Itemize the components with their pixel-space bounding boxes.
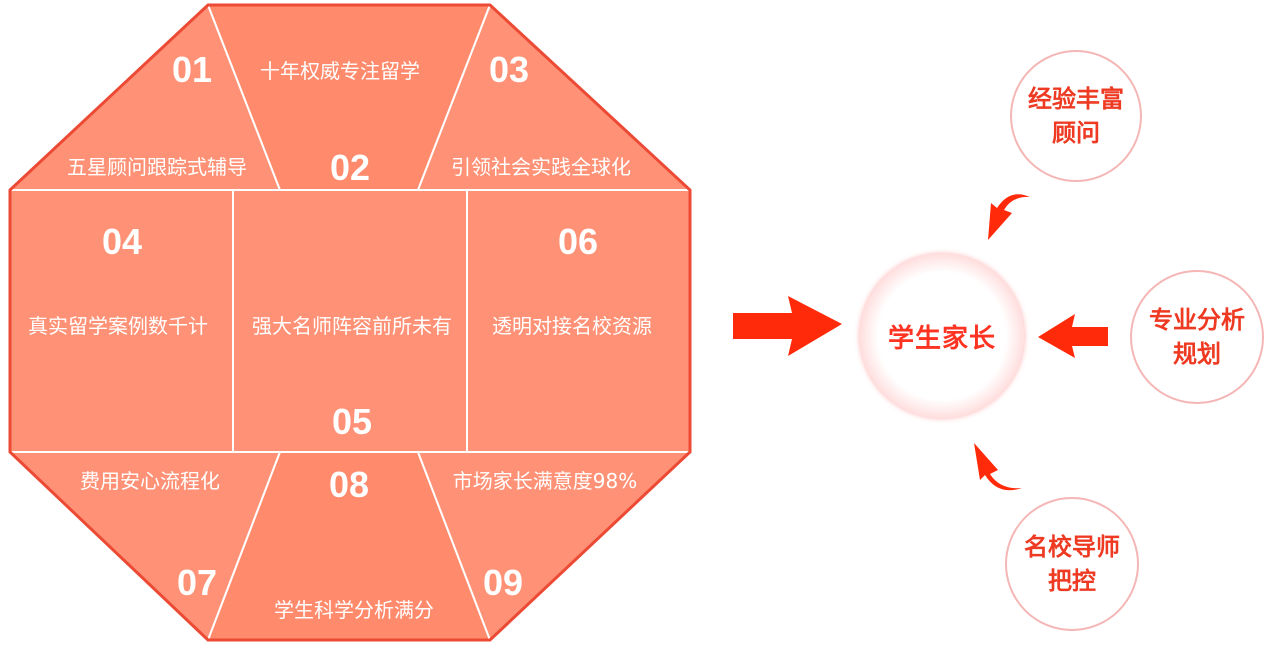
segment-05 (232, 189, 468, 453)
segment-06-number: 06 (558, 221, 598, 262)
satellite-2-line2: 规划 (1173, 340, 1221, 368)
segment-09-label: 市场家长满意度98% (453, 469, 637, 493)
segment-05-number: 05 (332, 401, 372, 442)
segment-09-number: 09 (483, 562, 523, 603)
arrow-right-icon (1038, 314, 1108, 358)
satellite-1-line2: 顾问 (1052, 119, 1100, 147)
segment-03-number: 03 (489, 49, 529, 90)
segment-01-number: 01 (172, 49, 212, 90)
satellite-3-line1: 名校导师 (1024, 533, 1120, 561)
satellite-elite-mentor: 名校导师 把控 (1005, 497, 1139, 631)
segment-02-label: 十年权威专注留学 (260, 59, 420, 83)
segment-04-number: 04 (102, 221, 142, 262)
feature-octagon: 01 02 03 04 05 06 07 08 09 五星顾问跟踪式辅导 十年权… (7, 3, 693, 642)
center-circle: 学生家长 (860, 254, 1024, 418)
arrow-bottom-icon (974, 443, 1022, 491)
segment-01-label: 五星顾问跟踪式辅导 (67, 155, 247, 179)
segment-06-label: 透明对接名校资源 (492, 314, 652, 338)
satellite-professional-planning: 专业分析 规划 (1130, 270, 1264, 404)
segment-05-label: 强大名师阵容前所未有 (252, 314, 452, 338)
satellite-2-line1: 专业分析 (1149, 306, 1245, 334)
main-arrow-icon (733, 296, 842, 356)
segment-07-label: 费用安心流程化 (80, 469, 220, 493)
segment-08-number: 08 (329, 464, 369, 505)
satellite-1-line1: 经验丰富 (1028, 85, 1124, 113)
segment-04 (9, 189, 234, 453)
octagon-border (8, 3, 692, 642)
segment-06 (466, 189, 691, 453)
segment-08-label: 学生科学分析满分 (274, 598, 434, 622)
satellite-3-line2: 把控 (1048, 567, 1096, 595)
segment-04-label: 真实留学案例数千计 (28, 314, 208, 338)
arrow-top-icon (988, 194, 1030, 240)
center-label: 学生家长 (887, 323, 996, 354)
segment-03-label: 引领社会实践全球化 (451, 155, 631, 179)
satellite-experienced-advisor: 经验丰富 顾问 (1010, 50, 1142, 182)
segment-07-number: 07 (177, 562, 217, 603)
segment-02-number: 02 (330, 147, 370, 188)
